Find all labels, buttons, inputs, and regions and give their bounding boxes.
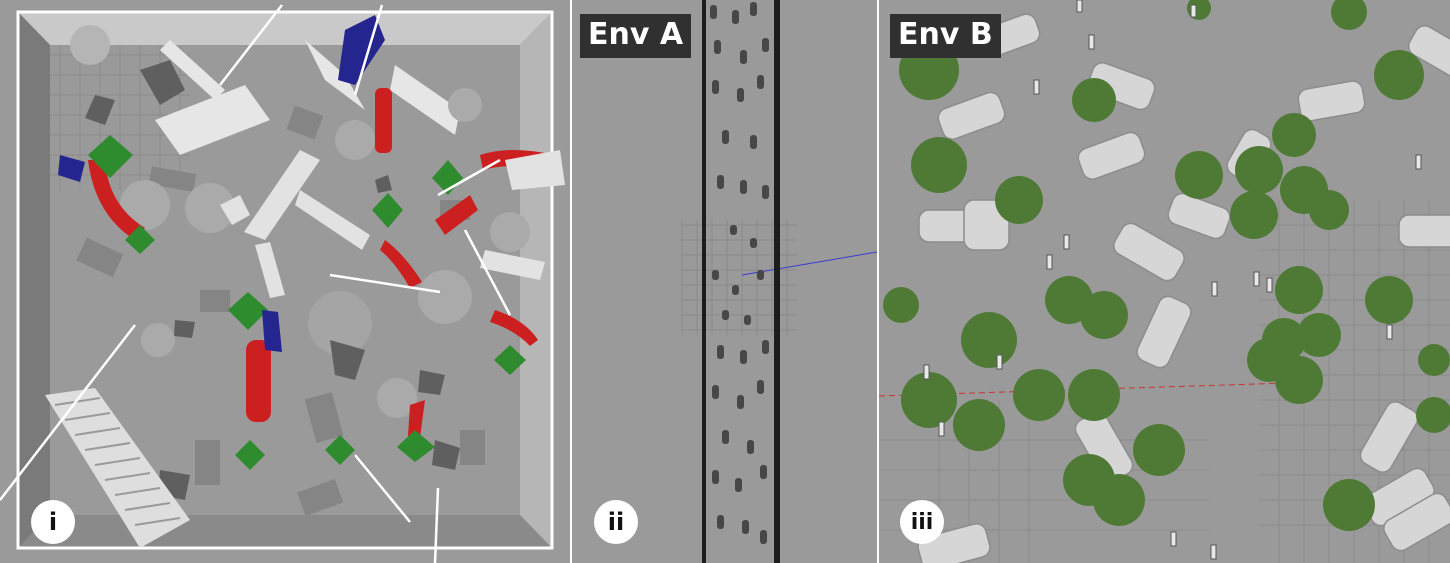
cluttered-room-scene xyxy=(0,4,565,563)
panel-env-a-corridor: Env A ii xyxy=(572,0,877,563)
badge-i: i xyxy=(31,500,75,544)
debris xyxy=(85,60,460,500)
badge-iii: iii xyxy=(900,500,944,544)
pedestrians xyxy=(710,2,769,544)
floor-grid xyxy=(681,220,797,335)
env-b-label: Env B xyxy=(890,14,1001,58)
panel-cluttered-room: i xyxy=(0,0,570,563)
corridor-scene xyxy=(681,0,877,563)
outdoor-scene xyxy=(879,0,1450,563)
grey-spheres xyxy=(70,25,530,418)
west-wall xyxy=(18,12,50,548)
corridor-right-wall xyxy=(774,0,780,563)
grey-blocks xyxy=(76,105,485,517)
room-outline xyxy=(16,10,554,550)
corridor-left-wall xyxy=(702,0,706,563)
badge-ii: ii xyxy=(594,500,638,544)
north-wall xyxy=(18,12,552,45)
red-obstacles xyxy=(88,88,555,438)
white-panels xyxy=(155,40,460,155)
axis-line xyxy=(741,251,877,276)
pedestrians xyxy=(923,0,1422,560)
green-obstacles xyxy=(88,135,526,470)
env-a-label: Env A xyxy=(580,14,692,58)
white-rays xyxy=(0,4,512,563)
south-wall xyxy=(18,515,552,548)
stairs xyxy=(45,150,565,548)
panel-env-b-outdoor: Env B iii xyxy=(879,0,1450,563)
east-wall xyxy=(520,12,552,548)
